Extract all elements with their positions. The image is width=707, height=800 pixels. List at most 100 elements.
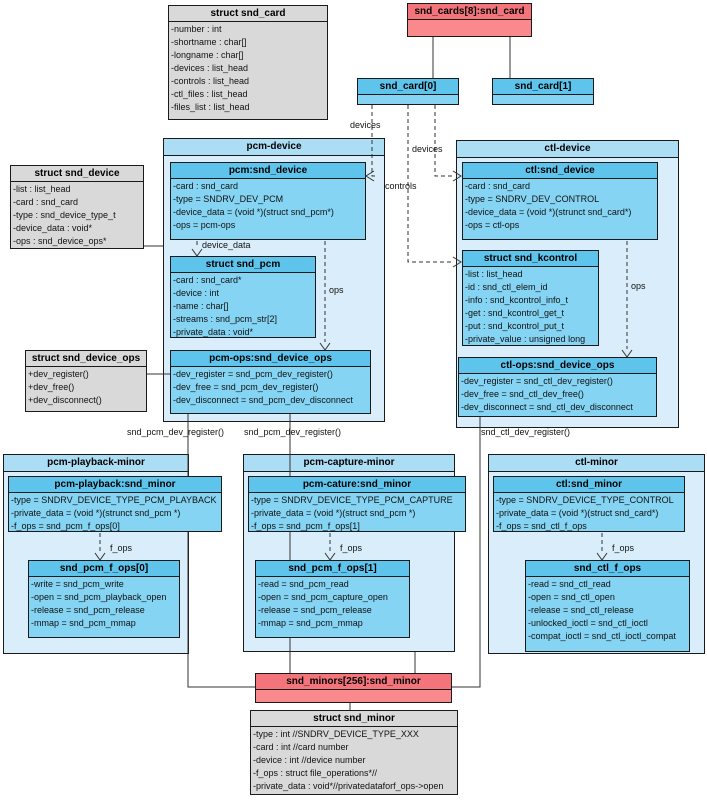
box-body: -card : snd_card*-device : int-name : ch… <box>171 273 315 339</box>
box-title: struct snd_device_ops <box>26 351 146 367</box>
attribute-row: +dev_free() <box>28 382 75 392</box>
attribute-row: -card : snd_card <box>13 197 79 207</box>
pcm-snd-device-box: pcm:snd_device -card : snd_card-type = S… <box>170 162 366 240</box>
attribute-row: -controls : list_head <box>171 76 250 86</box>
attribute-row: -streams : snd_pcm_str[2] <box>173 314 278 324</box>
attribute-row: -f_ops = snd_pcm_f_ops[0] <box>11 521 120 531</box>
container-title: ctl-device <box>457 141 678 158</box>
box-title: struct snd_card <box>169 6 327 22</box>
attribute-row: -type = SNDRV_DEVICE_TYPE_CONTROL <box>496 495 674 505</box>
box-title: pcm-playback:snd_minor <box>9 477 221 493</box>
attribute-row: -device_data = (void *)(strunct snd_card… <box>465 207 632 217</box>
attribute-row: -open = snd_pcm_capture_open <box>258 592 388 602</box>
box-body: -card : snd_card -type = SNDRV_DEV_CONTRO… <box>463 179 657 232</box>
attribute-row: -dev_register = snd_ctl_dev_register() <box>461 376 613 386</box>
snd-cards-array-box: snd_cards[8]:snd_card <box>407 3 532 37</box>
pcm-capture-minor-box: pcm-cature:snd_minor -type = SNDRV_DEVIC… <box>248 476 466 532</box>
snd-ctl-f-ops-box: snd_ctl_f_ops -read = snd_ctl_read-open … <box>525 560 690 652</box>
edge-label-f-ops: f_ops <box>340 543 363 553</box>
container-title: ctl-minor <box>489 455 704 472</box>
attribute-row: -private_data : void*//privatedataforf_o… <box>253 781 444 791</box>
attribute-row: -longname : char[] <box>171 50 244 60</box>
edge-label-f-ops: f_ops <box>110 543 133 553</box>
edge-label-snd-pcm-dev-register: snd_pcm_dev_register() <box>244 427 342 437</box>
box-body: -type = SNDRV_DEVICE_TYPE_CONTROL -privat… <box>494 493 684 533</box>
attribute-row: -open = snd_ctl_open <box>528 592 615 602</box>
box-title: pcm-cature:snd_minor <box>249 477 465 493</box>
box-title: struct snd_kcontrol <box>463 251 598 267</box>
ctl-ops-box: ctl-ops:snd_device_ops -dev_register = s… <box>458 357 657 417</box>
box-body: -read = snd_ctl_read-open = snd_ctl_open… <box>526 577 689 643</box>
attribute-row: -write = snd_pcm_write <box>31 579 124 589</box>
attribute-row: -release = snd_pcm_release <box>258 605 372 615</box>
attribute-row: -id : snd_ctl_elem_id <box>465 282 548 292</box>
attribute-row: -mmap = snd_pcm_mmap <box>258 618 363 628</box>
attribute-row: -f_ops = snd_ctl_f_ops <box>496 521 587 531</box>
box-body: -dev_register = snd_pcm_dev_register() -d… <box>171 367 370 407</box>
attribute-row: -files_list : list_head <box>171 102 250 112</box>
attribute-row: -dev_register = snd_pcm_dev_register() <box>173 369 333 379</box>
snd-minors-array-box: snd_minors[256]:snd_minor <box>255 673 452 703</box>
box-title: snd_minors[256]:snd_minor <box>256 674 451 690</box>
edge-label-device-data: device_data <box>202 240 251 250</box>
container-title: pcm-capture-minor <box>244 455 454 472</box>
attribute-row: -type : int //SNDRV_DEVICE_TYPE_XXX <box>253 729 419 739</box>
box-title: ctl:snd_device <box>463 163 657 179</box>
box-title: snd_card[1] <box>493 79 593 95</box>
box-title: snd_cards[8]:snd_card <box>408 4 531 20</box>
attribute-row: -info : snd_kcontrol_info_t <box>465 295 569 305</box>
snd-pcm-f-ops-1-box: snd_pcm_f_ops[1] -read = snd_pcm_read-op… <box>255 560 410 638</box>
attribute-row: -device_data = (void *)(struct snd_pcm*) <box>173 207 334 217</box>
attribute-row: +dev_register() <box>28 369 89 379</box>
edge-label-snd-pcm-dev-register: snd_pcm_dev_register() <box>127 427 225 437</box>
attribute-row: -private_data = (void *)(struct snd_card… <box>496 508 659 518</box>
edge-label-f-ops: f_ops <box>612 543 635 553</box>
attribute-row: -ops : snd_device_ops* <box>13 236 107 246</box>
box-body <box>493 95 593 96</box>
attribute-row: +dev_disconnect() <box>28 395 102 405</box>
attribute-row: -private_data = (void *)(strunct snd_pcm… <box>11 508 181 518</box>
attribute-row: -put : snd_kcontrol_put_t <box>465 321 565 331</box>
edge-label-controls: controls <box>385 181 417 191</box>
attribute-row: -device : int //device number <box>253 755 366 765</box>
attribute-row: -dev_free = snd_pcm_dev_register() <box>173 382 319 392</box>
box-title: snd_ctl_f_ops <box>526 561 689 577</box>
attribute-row: -dev_disconnect = snd_ctl_dev_disconnect <box>461 402 633 412</box>
box-title: struct snd_minor <box>251 711 457 727</box>
snd-card-1-box: snd_card[1] <box>492 78 594 105</box>
box-title: struct snd_device <box>11 166 143 182</box>
struct-snd-card-box: struct snd_card -number : int-shortname … <box>168 5 328 120</box>
attribute-row: -ctl_files : list_head <box>171 89 248 99</box>
attribute-row: -number : int <box>171 24 222 34</box>
attribute-row: -f_ops = snd_pcm_f_ops[1] <box>251 521 360 531</box>
attribute-row: -private_data = (void *)(struct snd_pcm … <box>251 508 416 518</box>
struct-snd-device-box: struct snd_device -list : list_head -card… <box>10 165 144 249</box>
container-title: pcm-device <box>164 139 384 156</box>
attribute-row: -private_value : unsigned long <box>465 334 586 344</box>
attribute-row: -list : list_head <box>13 184 71 194</box>
box-body: -type = SNDRV_DEVICE_TYPE_PCM_PLAYBACK -p… <box>9 493 221 533</box>
box-body <box>256 690 451 691</box>
attribute-row: -release = snd_ctl_release <box>528 605 634 615</box>
attribute-row: -type = SNDRV_DEVICE_TYPE_PCM_CAPTURE <box>251 495 453 505</box>
attribute-row: -type = SNDRV_DEV_CONTROL <box>465 194 600 204</box>
attribute-row: -get : snd_kcontrol_get_t <box>465 308 565 318</box>
box-body <box>408 20 531 21</box>
box-body: -list : list_head-id : snd_ctl_elem_id-i… <box>463 267 598 346</box>
box-title: ctl:snd_minor <box>494 477 684 493</box>
attribute-row: -card : snd_card <box>465 181 531 191</box>
edge-label-devices: devices <box>412 144 443 154</box>
ctl-snd-minor-box: ctl:snd_minor -type = SNDRV_DEVICE_TYPE_… <box>493 476 685 532</box>
struct-snd-pcm-box: struct snd_pcm -card : snd_card*-device … <box>170 256 316 338</box>
attribute-row: -device_data : void* <box>13 223 93 233</box>
attribute-row: -type = SNDRV_DEVICE_TYPE_PCM_PLAYBACK <box>11 495 217 505</box>
attribute-row: -read = snd_pcm_read <box>258 579 349 589</box>
ctl-snd-device-box: ctl:snd_device -card : snd_card -type = S… <box>462 162 658 240</box>
box-body: -type : int //SNDRV_DEVICE_TYPE_XXX-card… <box>251 727 457 793</box>
edge-label-ops: ops <box>631 281 646 291</box>
box-title: struct snd_pcm <box>171 257 315 273</box>
box-body: -type = SNDRV_DEVICE_TYPE_PCM_CAPTURE -pr… <box>249 493 465 533</box>
attribute-row: -name : char[] <box>173 301 229 311</box>
pcm-ops-box: pcm-ops:snd_device_ops -dev_register = s… <box>170 350 371 414</box>
attribute-row: -ops = ctl-ops <box>465 220 520 230</box>
